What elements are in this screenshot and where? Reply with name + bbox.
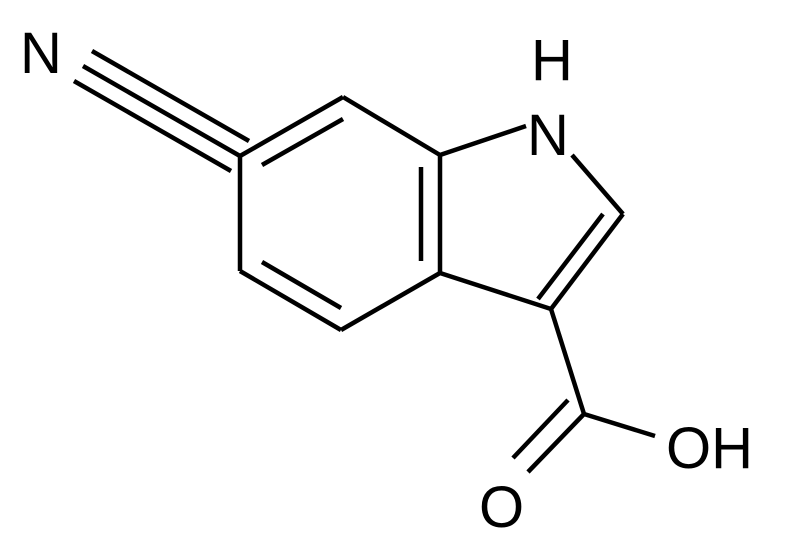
bond-n1-c2 <box>570 153 625 216</box>
bond-c2-c3 <box>549 212 625 311</box>
ring-hydrogen-label: H <box>531 28 573 93</box>
bond-c7a-n1 <box>439 123 527 158</box>
bond-nitrile-3 <box>72 79 233 173</box>
bond-c3a-c4 <box>339 271 442 332</box>
bond-c-o-2 <box>511 398 570 460</box>
bond-c-oh <box>583 411 656 439</box>
bond-nitrile-2 <box>90 49 251 143</box>
ring-nitrogen-label: N <box>527 103 569 168</box>
bond-c2-c3-inner <box>536 212 605 301</box>
bond-nitrile-1 <box>81 64 242 158</box>
carbonyl-oxygen-label: O <box>479 475 524 540</box>
bond-c4-c5 <box>238 269 343 332</box>
bonds <box>72 49 656 474</box>
bond-c-o-1 <box>526 412 586 474</box>
nitrile-nitrogen-label: N <box>20 21 62 86</box>
bond-c3-c3a <box>439 270 552 312</box>
atom-labels: N H H N OH O <box>20 21 753 540</box>
bond-c6-c7 <box>238 95 345 158</box>
bond-c7-c7a <box>341 95 442 157</box>
hydroxyl-label: OH <box>666 416 753 481</box>
bond-c6-c7-inner <box>260 117 345 167</box>
bond-c3-cooh <box>548 308 587 415</box>
bond-c4-c5-inner <box>260 260 343 310</box>
